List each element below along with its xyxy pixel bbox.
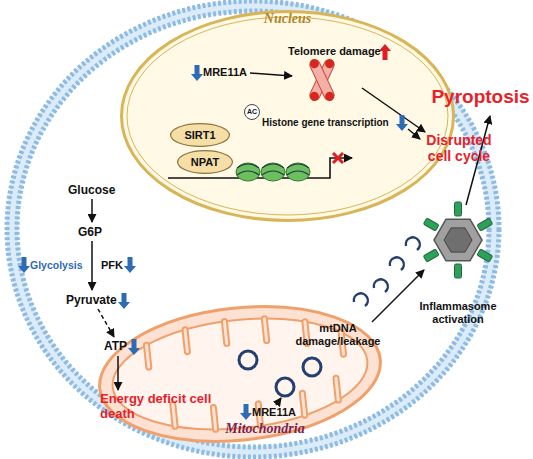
mtdna-fragment [354, 237, 420, 306]
effect-label: mtDNA damage/leakage [290, 322, 386, 347]
metabolite-label: Glucose [68, 184, 115, 198]
effect-label: Telomere damage [288, 45, 381, 58]
nucleus-compartment-outline [120, 10, 455, 222]
inflammasome: Inflammasome activation [416, 205, 500, 325]
effect-label: Histone gene transcription [262, 117, 389, 129]
acetyl-circle: AC [244, 104, 260, 120]
process-label: Inflammasome activation [416, 300, 500, 325]
outcome-label: Disrupted cell cycle [413, 132, 505, 164]
metabolite-label: Pyruvate [66, 294, 117, 308]
compartment-label: Nucleus [120, 11, 455, 27]
metabolite-label: ATP [104, 340, 127, 354]
protein-ellipse: NPAT [177, 150, 233, 174]
outcome-label: Pyroptosis [428, 86, 533, 108]
metabolite-label: G6P [78, 226, 102, 240]
compartment-label: Mitochondria [145, 421, 385, 437]
acetyl-label: AC [244, 104, 260, 120]
protein-ellipse: SIRT1 [170, 123, 230, 147]
gene-label: MRE11A [203, 66, 247, 79]
protein-name: NPAT [177, 150, 233, 174]
outcome-label: Energy deficit cell death [100, 392, 212, 422]
gene-label: MRE11A [252, 406, 296, 419]
nucleus-compartment: NucleusSIRT1NPAT AC [120, 10, 455, 222]
enzyme-label: PFK [101, 259, 123, 272]
protein-name: SIRT1 [170, 123, 230, 147]
pathway-label: Glycolysis [30, 259, 83, 271]
